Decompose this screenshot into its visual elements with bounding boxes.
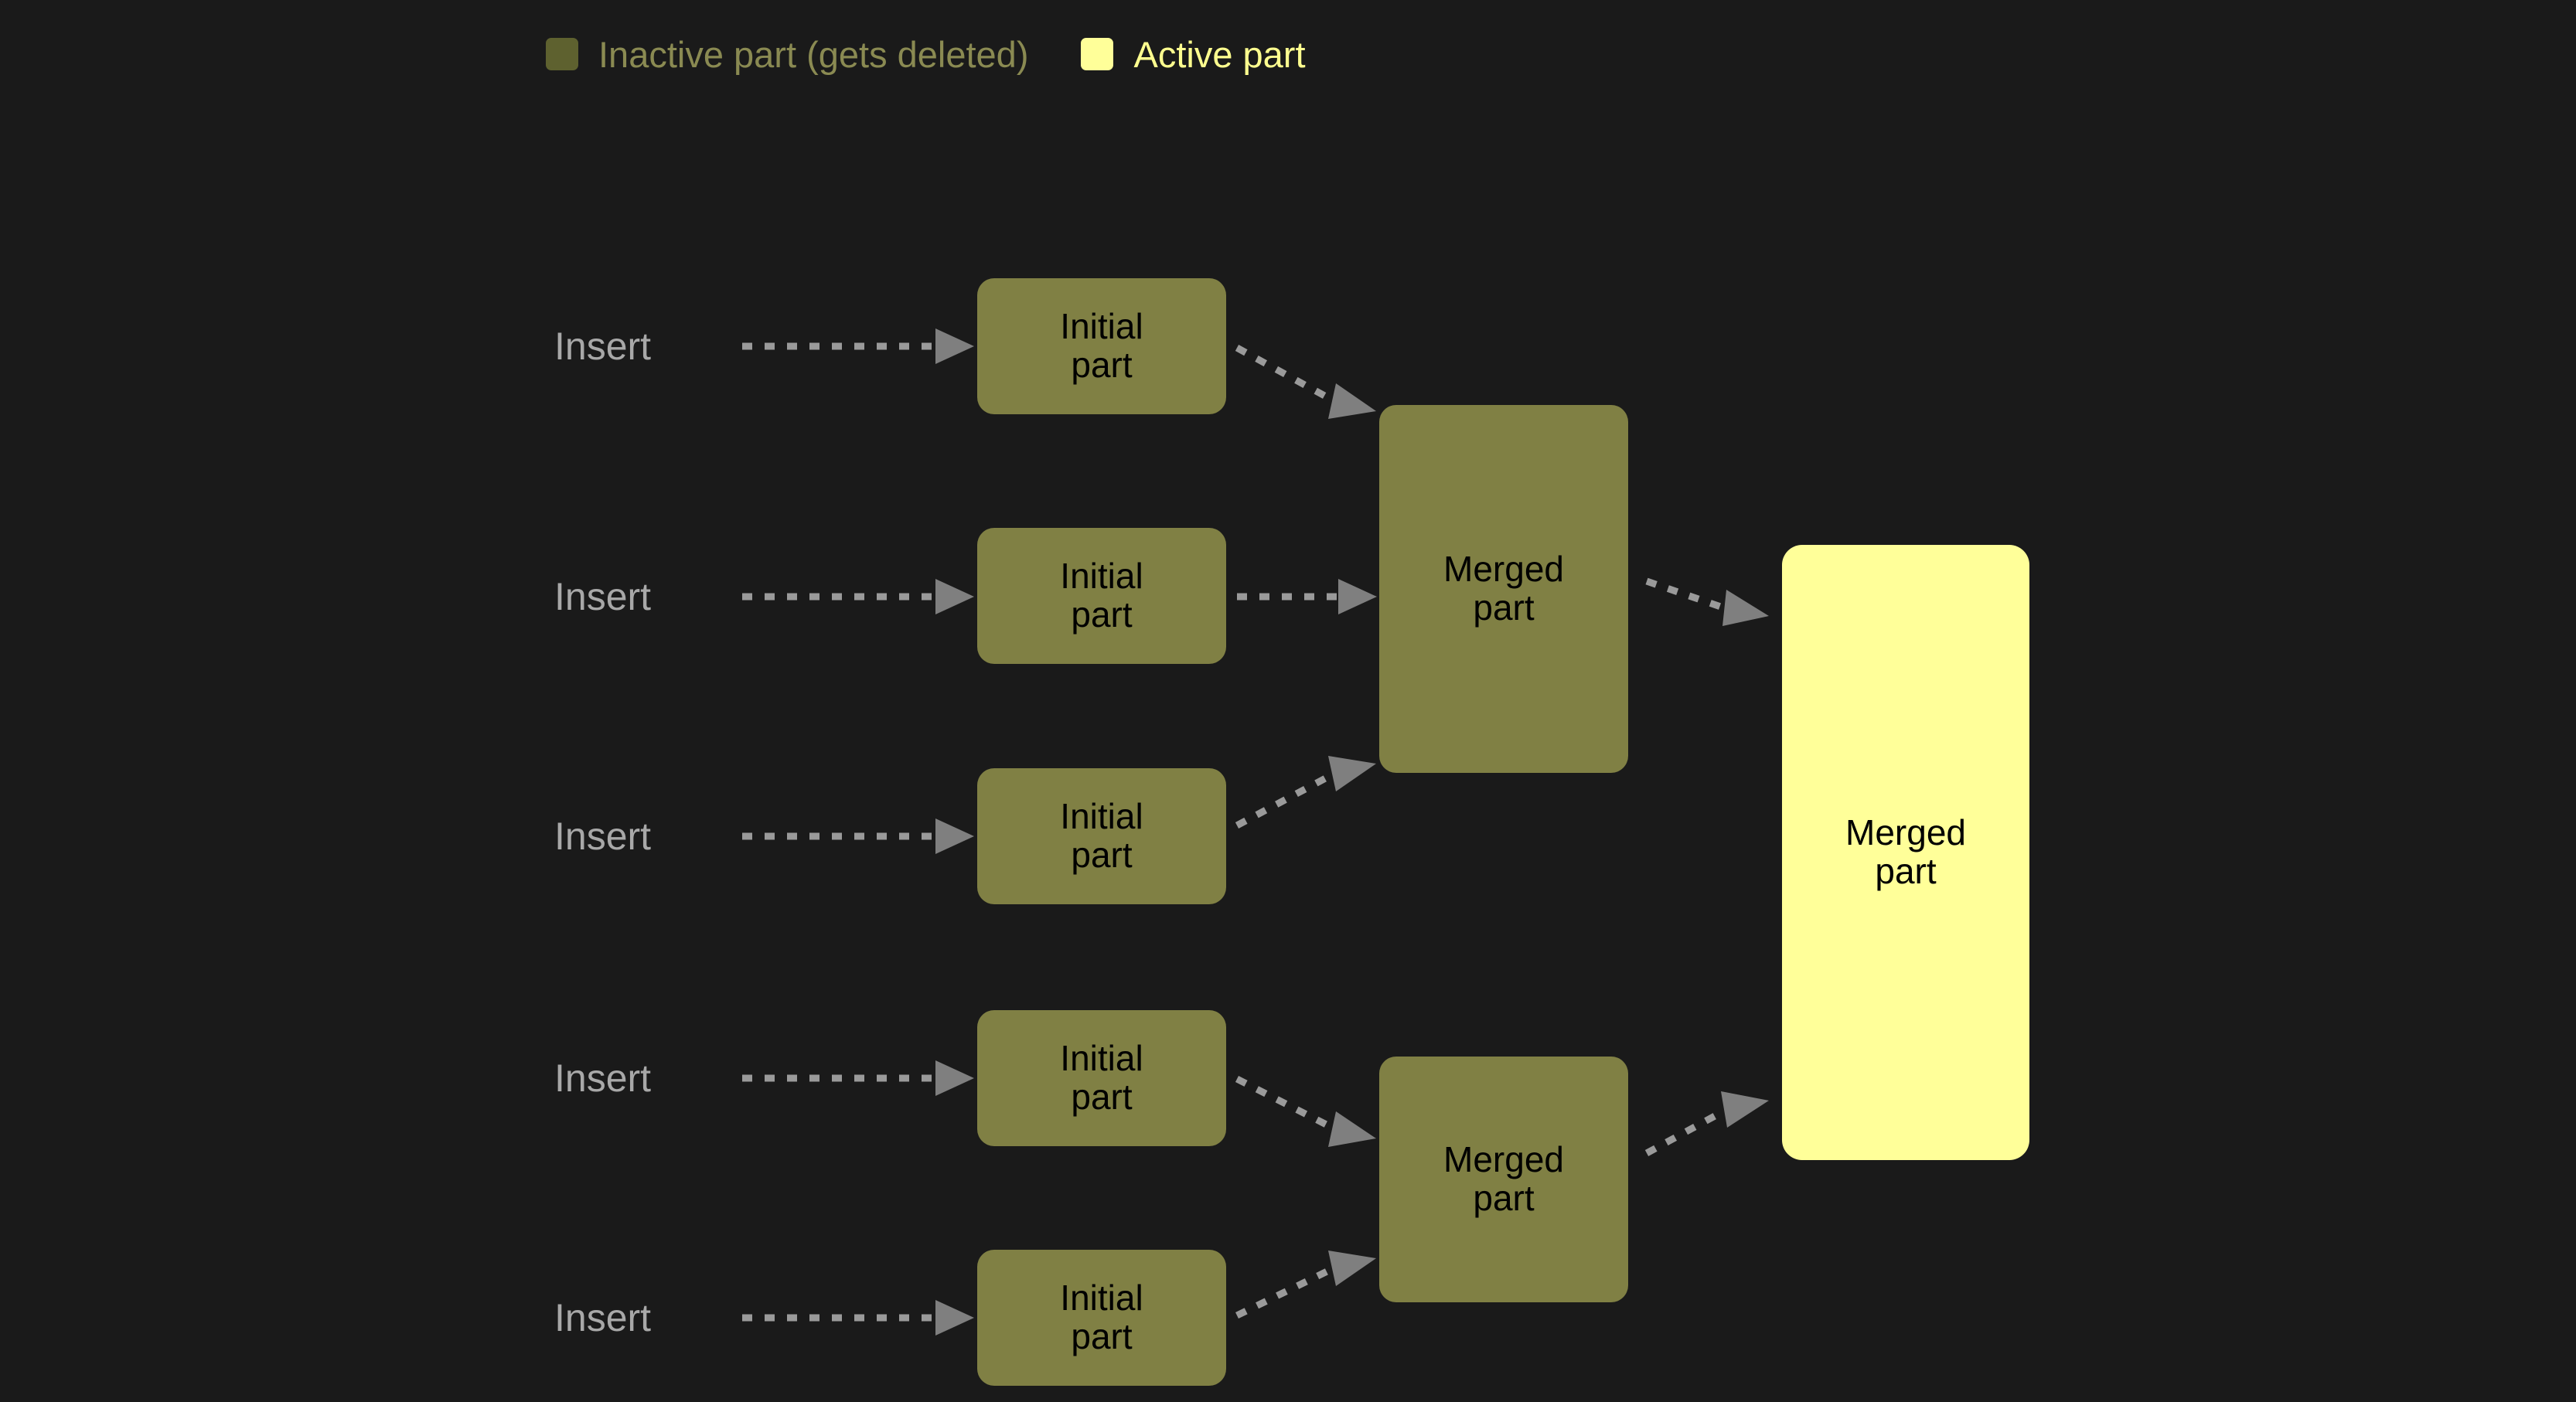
- legend-label-active: Active part: [1133, 33, 1306, 75]
- arrow-initial-3-to-merged-top: [1235, 756, 1376, 829]
- arrow-initial-2-to-merged-top: [1237, 579, 1377, 614]
- node-initial-part-1[interactable]: Initial part: [977, 278, 1226, 414]
- node-merged-part-active-label: Merged part: [1845, 812, 1966, 891]
- arrow-merged-bottom-to-active: [1644, 1091, 1769, 1156]
- node-initial-part-3-label: Initial part: [1060, 796, 1143, 875]
- arrow-insert-to-initial-1: [742, 328, 974, 364]
- arrow-insert-to-initial-2: [742, 579, 974, 614]
- legend-item-inactive: Inactive part (gets deleted): [546, 36, 1028, 73]
- insert-label-4: Insert: [554, 1057, 652, 1100]
- legend-label-inactive: Inactive part (gets deleted): [598, 33, 1029, 75]
- insert-label-1: Insert: [554, 325, 652, 368]
- node-initial-part-1-label: Initial part: [1060, 306, 1143, 385]
- arrow-insert-to-initial-4: [742, 1060, 974, 1096]
- node-merged-part-active[interactable]: Merged part: [1782, 545, 2029, 1160]
- insert-label-5: Insert: [554, 1296, 652, 1339]
- node-merged-part-top[interactable]: Merged part: [1379, 405, 1628, 773]
- active-swatch-icon: [1081, 38, 1114, 70]
- arrow-merged-top-to-active: [1645, 577, 1769, 626]
- legend-item-active: Active part: [1081, 33, 1306, 75]
- node-initial-part-2-label: Initial part: [1060, 556, 1143, 635]
- arrow-initial-1-to-merged-top: [1235, 345, 1376, 419]
- arrow-initial-5-to-merged-bottom: [1235, 1251, 1376, 1319]
- legend: Inactive part (gets deleted) Active part: [546, 29, 1306, 79]
- node-initial-part-2[interactable]: Initial part: [977, 528, 1226, 664]
- node-initial-part-4[interactable]: Initial part: [977, 1010, 1226, 1146]
- node-initial-part-5[interactable]: Initial part: [977, 1250, 1226, 1386]
- arrow-initial-4-to-merged-bottom: [1235, 1075, 1376, 1147]
- node-merged-part-bottom[interactable]: Merged part: [1379, 1057, 1628, 1302]
- node-merged-part-bottom-label: Merged part: [1443, 1139, 1564, 1218]
- node-initial-part-3[interactable]: Initial part: [977, 768, 1226, 904]
- insert-label-2: Insert: [554, 575, 652, 618]
- arrow-insert-to-initial-5: [742, 1300, 974, 1336]
- insert-label-3: Insert: [554, 815, 652, 858]
- node-initial-part-4-label: Initial part: [1060, 1038, 1143, 1117]
- node-initial-part-5-label: Initial part: [1060, 1278, 1143, 1356]
- node-merged-part-top-label: Merged part: [1443, 549, 1564, 628]
- arrow-insert-to-initial-3: [742, 818, 974, 854]
- inactive-swatch-icon: [546, 38, 578, 70]
